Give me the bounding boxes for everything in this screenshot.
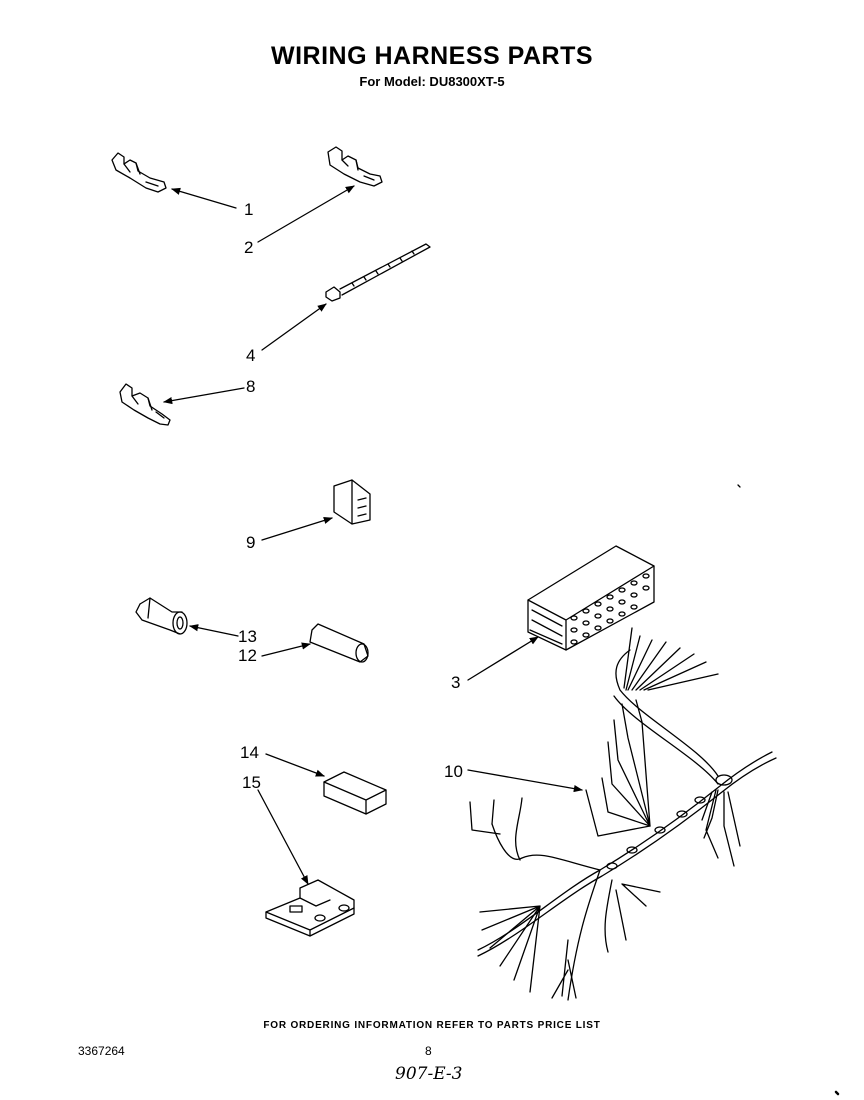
leader-line-12 <box>261 642 311 657</box>
document-number: 3367264 <box>78 1044 125 1058</box>
callout-12: 12 <box>238 646 257 665</box>
callout-1: 1 <box>244 200 254 219</box>
leader-line-15 <box>257 789 309 885</box>
cable-tie-part-4 <box>325 243 431 302</box>
terminal-part-2 <box>327 146 383 187</box>
leader-line-2 <box>257 185 355 243</box>
callout-14: 14 <box>240 743 259 762</box>
callout-13: 13 <box>238 627 257 646</box>
terminal-part-8 <box>119 383 171 426</box>
connector-pin-grid <box>570 573 650 645</box>
callout-8: 8 <box>246 377 256 396</box>
callout-4: 4 <box>246 346 256 365</box>
callout-2: 2 <box>244 238 254 257</box>
page-number: 8 <box>425 1044 432 1058</box>
callout-15: 15 <box>242 773 261 792</box>
leader-line-14 <box>265 753 325 777</box>
model-subtitle: For Model: DU8300XT-5 <box>359 74 505 89</box>
leader-line-10 <box>467 769 583 793</box>
leader-lines <box>163 185 583 885</box>
leader-line-4 <box>261 303 327 351</box>
scan-speck <box>737 484 741 488</box>
leader-line-8 <box>163 387 245 405</box>
connector-part-9 <box>333 479 371 525</box>
leader-line-3 <box>467 636 539 681</box>
callout-10: 10 <box>444 762 463 781</box>
callout-3: 3 <box>451 673 461 692</box>
handwritten-note: 907-E-3 <box>395 1064 463 1084</box>
scan-speck <box>834 1090 840 1096</box>
splice-connector-part-13 <box>135 597 188 635</box>
connector-part-14 <box>323 771 387 815</box>
page-title: WIRING HARNESS PARTS <box>270 42 594 70</box>
housing-part-15 <box>265 879 355 937</box>
butt-splice-part-12 <box>309 623 369 663</box>
ordering-note: FOR ORDERING INFORMATION REFER TO PARTS … <box>263 1020 601 1031</box>
leader-line-9 <box>261 516 333 541</box>
callout-9: 9 <box>246 533 256 552</box>
wiring-harness-part-10 <box>469 627 777 1001</box>
leader-line-13 <box>189 624 239 637</box>
multi-pin-connector-part-3 <box>527 545 655 651</box>
terminal-part-1 <box>111 152 167 193</box>
leader-line-1 <box>171 187 237 209</box>
